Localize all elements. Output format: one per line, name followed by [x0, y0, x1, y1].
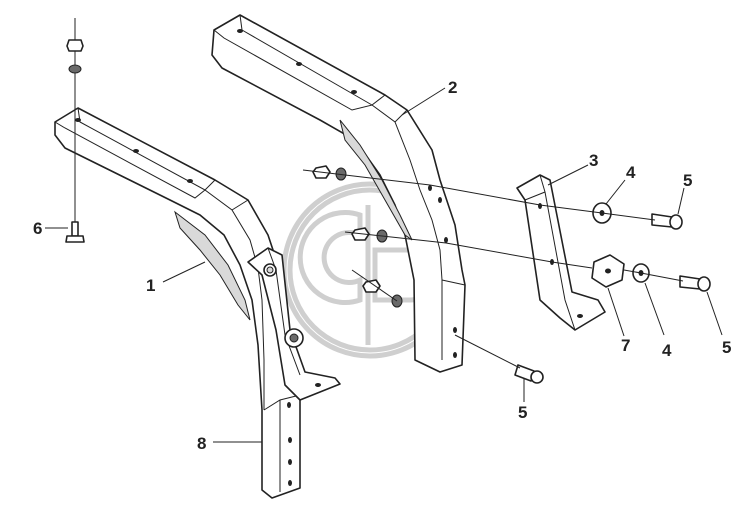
- callout-2: 2: [448, 78, 457, 97]
- callout-8: 8: [197, 434, 206, 453]
- leader-lines: [45, 87, 723, 443]
- callout-5-upper: 5: [683, 171, 692, 190]
- callout-4-lower: 4: [662, 341, 672, 360]
- callout-labels: 1 2 3 4 4 5 5 5 6 7 8: [33, 78, 731, 453]
- part-7-plate: [591, 254, 625, 288]
- part-1-bracket: [247, 247, 341, 401]
- callout-6: 6: [33, 219, 42, 238]
- part-2-arm: [211, 14, 466, 373]
- part-5-bolt-lower: [679, 275, 711, 292]
- callout-5-bottom: 5: [518, 403, 527, 422]
- assembly-lines: [302, 169, 684, 369]
- part-6-bolt: [65, 18, 85, 243]
- callout-7: 7: [621, 336, 630, 355]
- callout-5-lower: 5: [722, 338, 731, 357]
- part-5-bolt-upper: [651, 213, 683, 230]
- part-3-bracket: [516, 174, 606, 331]
- part-5-bolt-bottom: [514, 364, 544, 384]
- callout-3: 3: [589, 151, 598, 170]
- part-1-arm: [54, 107, 301, 499]
- callout-1: 1: [146, 276, 155, 295]
- callout-4-upper: 4: [626, 163, 636, 182]
